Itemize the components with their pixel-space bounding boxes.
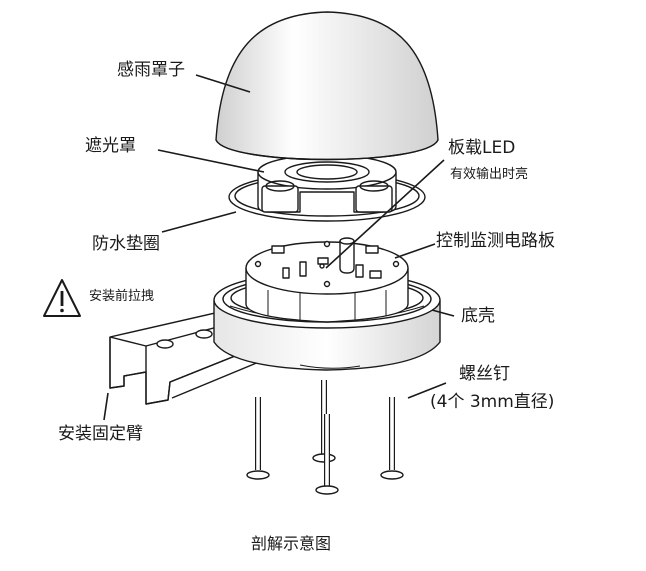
sensor-post: [339, 240, 355, 274]
label-control-board: 控制监测电路板: [436, 231, 555, 251]
leader-lines: [103, 74, 455, 421]
leader-screws: [407, 382, 447, 399]
leader-gasket: [161, 211, 237, 233]
label-gasket: 防水垫圈: [92, 234, 160, 254]
rain-cover-dome: [215, 11, 439, 161]
board-component: [365, 245, 379, 254]
label-warning: 安装前拉拽: [89, 289, 155, 304]
screw: [380, 397, 404, 480]
board-led: [319, 263, 325, 269]
screw: [246, 397, 270, 480]
label-rain-cover: 感雨罩子: [117, 60, 185, 80]
control-board: [245, 237, 409, 323]
screw: [315, 414, 339, 495]
label-light-shield: 遮光罩: [85, 136, 136, 156]
board-component: [299, 261, 307, 277]
board-hole: [323, 280, 331, 288]
label-base-shell: 底壳: [461, 306, 495, 326]
leader-mount-arm: [103, 392, 109, 421]
board-hole: [323, 240, 331, 248]
arm-hole: [156, 339, 174, 349]
board-component: [369, 270, 382, 279]
leader-board-led: [325, 159, 445, 269]
board-hole: [254, 260, 262, 268]
board-hole: [392, 260, 400, 268]
shield-tab: [355, 185, 393, 213]
shield-tab: [261, 185, 299, 213]
board-component: [271, 245, 285, 254]
board-component: [355, 264, 364, 278]
diagram-caption: 剖解示意图: [251, 534, 332, 553]
label-screws-note: (4个 3mm直径): [430, 392, 555, 412]
leader-control-board: [394, 243, 436, 259]
warning-triangle-icon: [43, 279, 81, 317]
label-mount-arm: 安装固定臂: [58, 424, 143, 444]
label-screws: 螺丝钉: [459, 364, 510, 384]
leader-light-shield: [157, 149, 265, 173]
board-component: [317, 257, 329, 265]
arm-hole: [195, 329, 213, 339]
label-board-led-note: 有效输出时亮: [450, 167, 529, 182]
board-component: [282, 267, 290, 279]
leader-base-shell: [431, 309, 455, 317]
label-board-led: 板载LED: [448, 138, 516, 158]
leader-rain-cover: [195, 74, 251, 93]
